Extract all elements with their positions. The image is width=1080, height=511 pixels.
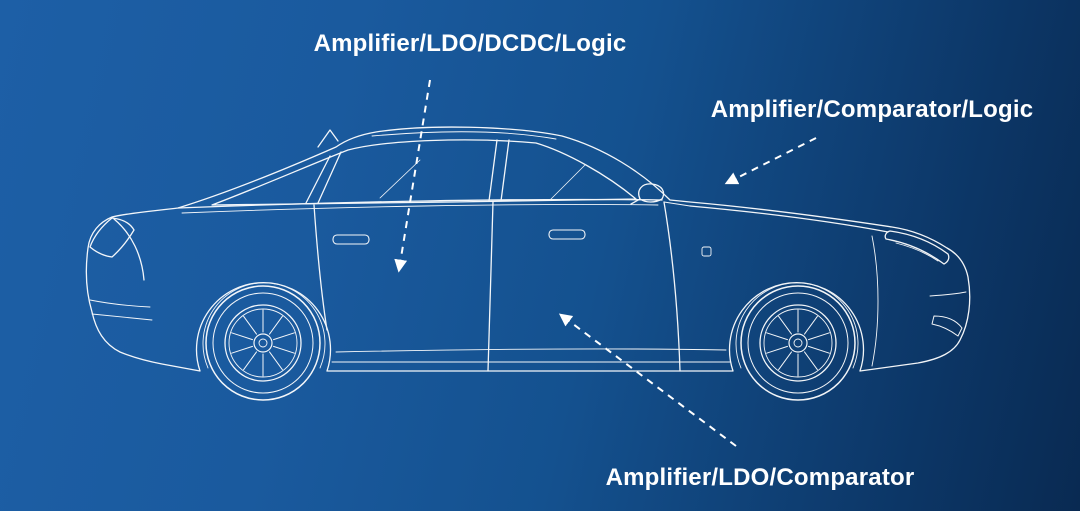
rear-wheel <box>205 285 321 401</box>
keyhole-detail <box>701 246 712 257</box>
side-mirror <box>638 183 665 203</box>
annotation-label-amplifier-ldo-dcdc-logic: Amplifier/LDO/DCDC/Logic <box>313 30 627 57</box>
front-door-handle <box>548 229 586 240</box>
car-body-lines <box>85 126 971 401</box>
annotation-label-amplifier-ldo-comparator: Amplifier/LDO/Comparator <box>605 464 915 491</box>
front-wheel <box>740 285 856 401</box>
annotation-label-amplifier-comparator-logic: Amplifier/Comparator/Logic <box>710 96 1034 123</box>
arrow-to-windshield-area <box>724 137 817 185</box>
car-silhouette <box>85 126 971 372</box>
front-intake <box>931 315 963 337</box>
headlight <box>884 230 950 265</box>
roof-antenna <box>317 129 339 148</box>
annotation-arrows <box>394 79 817 447</box>
arrow-to-front-door <box>394 79 431 273</box>
arrow-to-door-sill <box>558 313 737 447</box>
rear-door-handle <box>332 234 370 245</box>
side-windows <box>211 139 637 206</box>
taillight <box>89 217 135 258</box>
